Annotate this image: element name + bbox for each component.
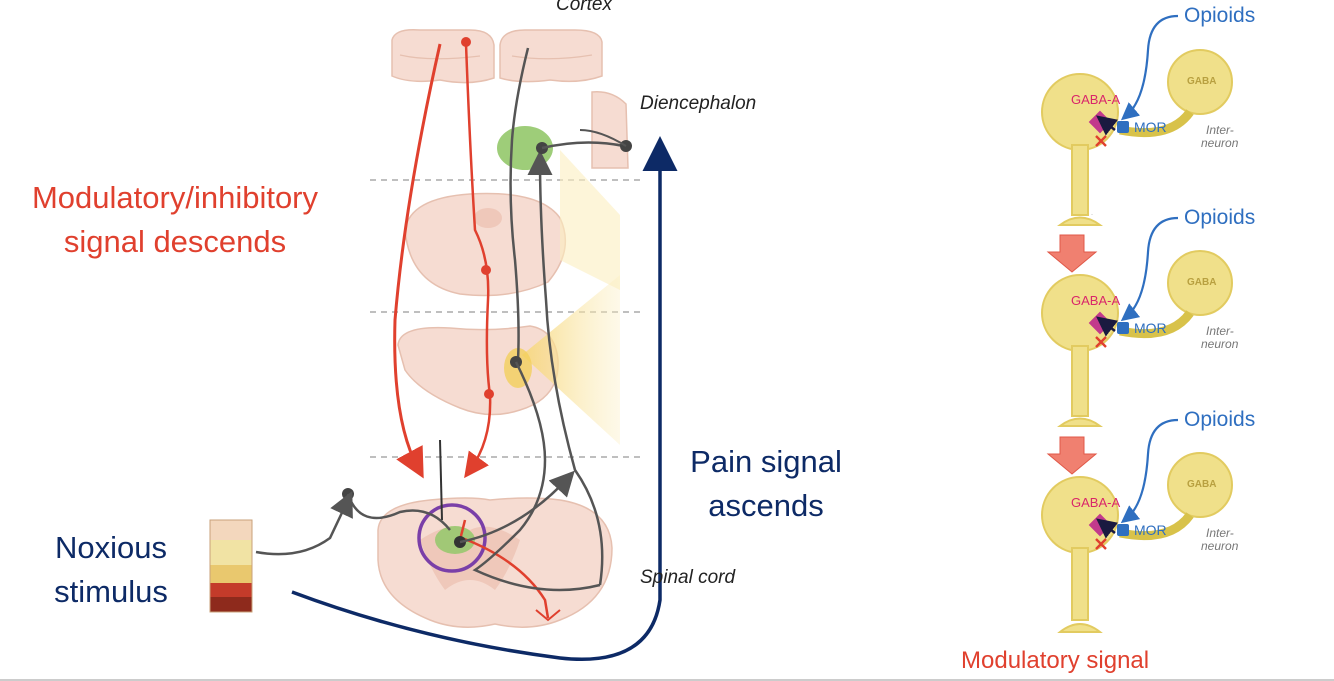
gaba-a-label-1: GABA-A bbox=[1071, 92, 1121, 107]
bottom-divider bbox=[0, 679, 1334, 681]
pons-section bbox=[397, 150, 620, 445]
cortex-section bbox=[391, 28, 603, 84]
mor-label-3: MOR bbox=[1134, 522, 1167, 538]
down-arrow-1 bbox=[1046, 234, 1098, 273]
inter-label-3: Inter- bbox=[1206, 526, 1234, 540]
pain-line-1: Pain signal bbox=[690, 444, 842, 479]
diencephalon-label: Diencephalon bbox=[640, 93, 757, 114]
ascending-neurons bbox=[255, 47, 632, 592]
modulatory-line-1: Modulatory/inhibitory bbox=[31, 180, 319, 215]
modulatory-signal-label: Modulatory signal bbox=[961, 647, 1150, 674]
spinal-cord-label: Spinal cord bbox=[640, 567, 736, 588]
mor-label-1: MOR bbox=[1134, 119, 1167, 135]
pain-line-2: ascends bbox=[708, 488, 824, 523]
neuron-label-3: neuron bbox=[1201, 539, 1239, 553]
descending-pathway bbox=[393, 37, 561, 622]
opioids-label-2: Opioids bbox=[1184, 206, 1256, 229]
pain-title: Pain signal ascends bbox=[676, 440, 856, 528]
pain-signal-arrow bbox=[291, 136, 678, 661]
gaba-label-2: GABA bbox=[1187, 277, 1217, 288]
neuron-circuit-3 bbox=[1041, 418, 1233, 633]
highlight-cone bbox=[522, 275, 620, 445]
neuron-label-1: neuron bbox=[1201, 136, 1239, 150]
inter-label-1: Inter- bbox=[1206, 123, 1234, 137]
skin-tissue-block bbox=[209, 519, 253, 613]
dorsal-horn-circle bbox=[417, 503, 487, 573]
gaba-a-label-3: GABA-A bbox=[1071, 495, 1121, 510]
neuron-label-2: neuron bbox=[1201, 337, 1239, 351]
gaba-label-3: GABA bbox=[1187, 479, 1217, 490]
cortex-label: Cortex bbox=[556, 0, 612, 15]
modulatory-arrows bbox=[1046, 234, 1098, 475]
opioids-label-3: Opioids bbox=[1184, 408, 1256, 431]
modulatory-title: Modulatory/inhibitory signal descends bbox=[8, 176, 342, 264]
spinal-cord-section bbox=[377, 497, 613, 628]
down-arrow-2 bbox=[1046, 436, 1098, 475]
neuron-circuit-1 bbox=[1041, 14, 1233, 226]
noxious-title: Noxious stimulus bbox=[36, 526, 186, 614]
gaba-a-label-2: GABA-A bbox=[1071, 293, 1121, 308]
neuron-circuit-2 bbox=[1041, 216, 1233, 427]
gaba-label-1: GABA bbox=[1187, 76, 1217, 87]
mor-label-2: MOR bbox=[1134, 320, 1167, 336]
noxious-line-2: stimulus bbox=[54, 574, 168, 609]
noxious-line-1: Noxious bbox=[55, 530, 167, 565]
modulatory-line-2: signal descends bbox=[63, 224, 287, 259]
inter-label-2: Inter- bbox=[1206, 324, 1234, 338]
opioids-label-1: Opioids bbox=[1184, 4, 1256, 27]
